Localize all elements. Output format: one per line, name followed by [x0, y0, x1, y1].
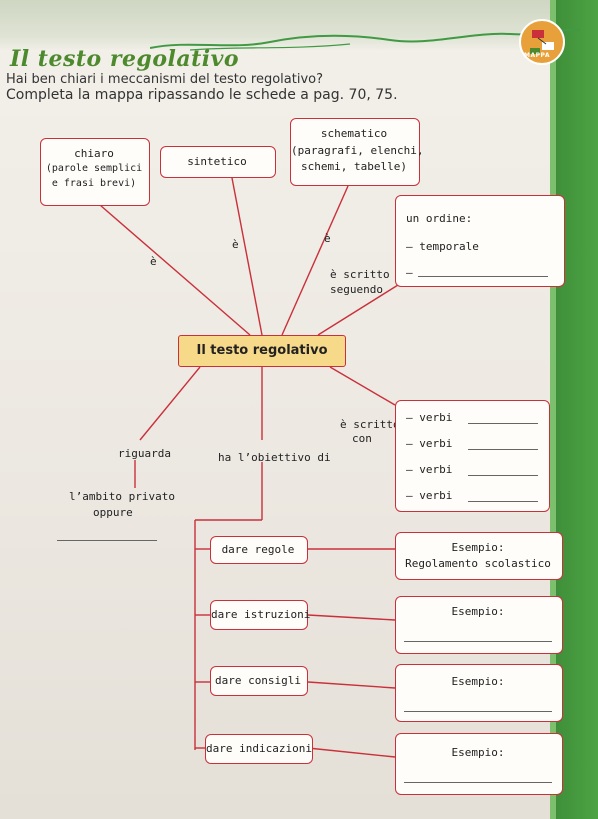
example-title: Esempio: — [451, 675, 505, 688]
goal-label: dare istruzioni — [211, 608, 311, 621]
connector-label-scritto: è scritto — [340, 418, 400, 431]
connector-label-con: con — [352, 432, 372, 445]
verbi-item: – verbi — [406, 411, 453, 424]
connector-label-e: è — [150, 255, 157, 268]
line-verbi — [329, 366, 396, 406]
connector-label-seguendo: seguendo — [330, 283, 383, 296]
line-sintetico — [231, 177, 263, 336]
connector-label-riguarda: riguarda — [118, 447, 171, 460]
ordine-item: – temporale — [406, 240, 479, 253]
node-chiaro: chiaro (parole semplici e frasi brevi) — [40, 138, 150, 206]
page-title: Il testo regolativo — [10, 46, 240, 72]
right-green-band — [556, 0, 598, 819]
example-consigli: Esempio: — [395, 664, 563, 722]
node-chiaro-detail: e frasi brevi) — [51, 178, 137, 189]
mappa-badge-icon — [519, 19, 565, 65]
verbi-item: – verbi — [406, 437, 453, 450]
central-node: Il testo regolativo — [178, 335, 346, 367]
connector-label-e: è — [324, 232, 331, 245]
connector-label-scritto: è scritto — [330, 268, 390, 281]
node-sintetico-label: sintetico — [187, 155, 247, 168]
goal-dare-istruzioni: dare istruzioni — [210, 600, 311, 630]
goal-dare-consigli: dare consigli — [210, 666, 308, 696]
answer-blank[interactable] — [468, 449, 538, 450]
answer-blank[interactable] — [404, 711, 552, 712]
node-schematico-detail: schemi, tabelle) — [301, 160, 407, 173]
line-ordine — [317, 284, 399, 336]
ordine-title: un ordine: — [406, 212, 473, 225]
answer-blank[interactable] — [468, 423, 538, 424]
answer-blank[interactable] — [418, 276, 548, 277]
node-chiaro-label: chiaro — [74, 147, 114, 160]
example-regole: Esempio: Regolamento scolastico — [395, 532, 563, 580]
ambito-label: l’ambito privato — [69, 490, 175, 503]
connector-label-e: è — [232, 238, 239, 251]
node-ambito: l’ambito privato oppure — [50, 485, 175, 547]
example-title: Esempio: — [451, 605, 505, 618]
answer-blank[interactable] — [468, 475, 538, 476]
answer-blank[interactable] — [404, 782, 552, 783]
goal-dare-regole: dare regole — [210, 536, 308, 564]
node-chiaro-detail: (parole semplici — [45, 163, 143, 174]
badge-label: MAPPA — [524, 52, 551, 59]
node-schematico-label: schematico — [320, 127, 388, 140]
line-riguarda — [139, 366, 201, 441]
example-indicazioni: Esempio: — [395, 733, 563, 795]
intro-question: Hai ben chiari i meccanismi del testo re… — [6, 72, 324, 87]
right-border-stripe — [550, 0, 556, 819]
answer-blank[interactable] — [404, 641, 552, 642]
line-chiaro — [99, 204, 251, 336]
node-schematico: schematico (paragrafi, elenchi, schemi, … — [290, 118, 424, 186]
example-title: Esempio: — [451, 746, 505, 759]
example-istruzioni: Esempio: — [395, 596, 563, 654]
verbi-item: – verbi — [406, 463, 453, 476]
goal-label: dare consigli — [214, 674, 302, 687]
example-value: Regolamento scolastico — [405, 557, 551, 570]
ordine-item: – — [406, 266, 413, 279]
node-ordine: un ordine: – temporale – — [395, 195, 565, 287]
node-schematico-detail: (paragrafi, elenchi, — [291, 144, 424, 157]
goal-label: dare indicazioni — [206, 742, 312, 755]
goal-label: dare regole — [221, 543, 295, 556]
verbi-item: – verbi — [406, 489, 453, 502]
node-sintetico: sintetico — [160, 146, 276, 178]
answer-blank[interactable] — [57, 540, 157, 541]
example-title: Esempio: — [451, 541, 505, 554]
node-verbi: – verbi – verbi – verbi – verbi — [395, 400, 550, 512]
intro-instruction: Completa la mappa ripassando le schede a… — [6, 87, 398, 103]
goal-dare-indicazioni: dare indicazioni — [205, 734, 313, 764]
top-illustration-strip — [0, 0, 598, 52]
connector-label-obiettivo: ha l’obiettivo di — [218, 451, 331, 464]
answer-blank[interactable] — [468, 501, 538, 502]
line-schematico — [281, 185, 349, 336]
ambito-oppure: oppure — [93, 506, 133, 519]
